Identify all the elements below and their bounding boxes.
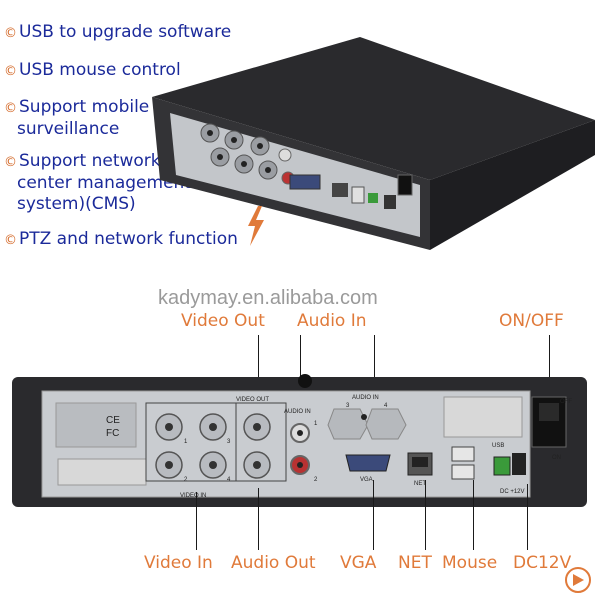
svg-text:4: 4 [384,403,388,409]
label-vga: VGA [340,553,377,573]
svg-text:OFF: OFF [560,399,572,405]
svg-text:AUDIO IN: AUDIO IN [352,395,379,401]
feature-text: ©USB to upgrade software [4,22,232,42]
feature-text: surveillance [17,119,120,139]
svg-text:USB: USB [492,443,504,449]
svg-text:1: 1 [314,421,318,427]
dvr-angle-photo [152,37,595,250]
feature-text: ©USB mouse control [4,60,181,80]
bullet-icon: © [4,155,17,170]
callout-line [258,335,259,400]
callout-line [527,484,528,550]
fc-mark: FC [106,428,119,439]
callout-line [373,480,374,550]
dvr-right-side [430,120,595,250]
dvr-rear-panel: CE FC VIDEO OUT VIDEO IN 1 3 2 4 AUDIO I… [12,374,587,507]
svg-text:NET: NET [414,481,426,487]
bullet-icon: © [4,26,17,41]
feature-text: ©PTZ and network function [4,229,238,249]
svg-text:ON: ON [552,455,561,461]
dc-terminal [493,456,511,476]
panel-video-out: VIDEO OUT [236,397,269,403]
feature-item: ©USB to upgrade software [4,22,231,44]
feature-item: ©USB mouse control [4,60,181,82]
feature-text: center management [17,173,191,193]
svg-text:3: 3 [346,403,350,409]
watermark: kadymay.en.alibaba.com [158,287,378,309]
feature-text: system)(CMS) [17,194,136,214]
svg-text:AUDIO IN: AUDIO IN [284,409,311,415]
label-audio-in: Audio In [297,311,367,331]
svg-text:1: 1 [184,439,188,445]
callout-line [549,335,550,403]
label-video-in: Video In [144,553,213,573]
bullet-icon: © [4,101,17,116]
svg-text:2: 2 [314,477,318,483]
label-video-out: Video Out [181,311,265,331]
vga-port-top [289,174,321,190]
feature-text: ©Support mobile [4,97,150,117]
label-audio-out: Audio Out [231,553,316,573]
panel-video-in: VIDEO IN [180,493,206,499]
ce-mark: CE [106,415,120,426]
callout-line [258,488,259,550]
svg-text:VGA: VGA [360,477,373,483]
audio-jack-top [278,148,292,162]
svg-text:DC +12V: DC +12V [500,489,525,495]
callout-line [196,492,197,550]
label-dc12v: DC12V [513,553,572,573]
lightning-icon [248,206,264,246]
label-mouse: Mouse [442,553,498,573]
power-switch-top [397,174,413,196]
svg-text:4: 4 [227,477,231,483]
callout-line [425,480,426,550]
feature-item: ©PTZ and network function [4,229,238,251]
bullet-icon: © [4,64,17,79]
callout-line [473,480,474,550]
vga-port [345,454,391,472]
feature-text: ©Support network [4,151,161,171]
svg-text:2: 2 [184,477,188,483]
label-on-off: ON/OFF [499,311,564,331]
label-net: NET [398,553,432,573]
brand-logo-icon [565,567,591,593]
usb-port [451,446,475,462]
callout-line [374,335,375,409]
svg-text:3: 3 [227,439,231,445]
bullet-icon: © [4,233,17,248]
dvr-top-surface [152,37,595,180]
